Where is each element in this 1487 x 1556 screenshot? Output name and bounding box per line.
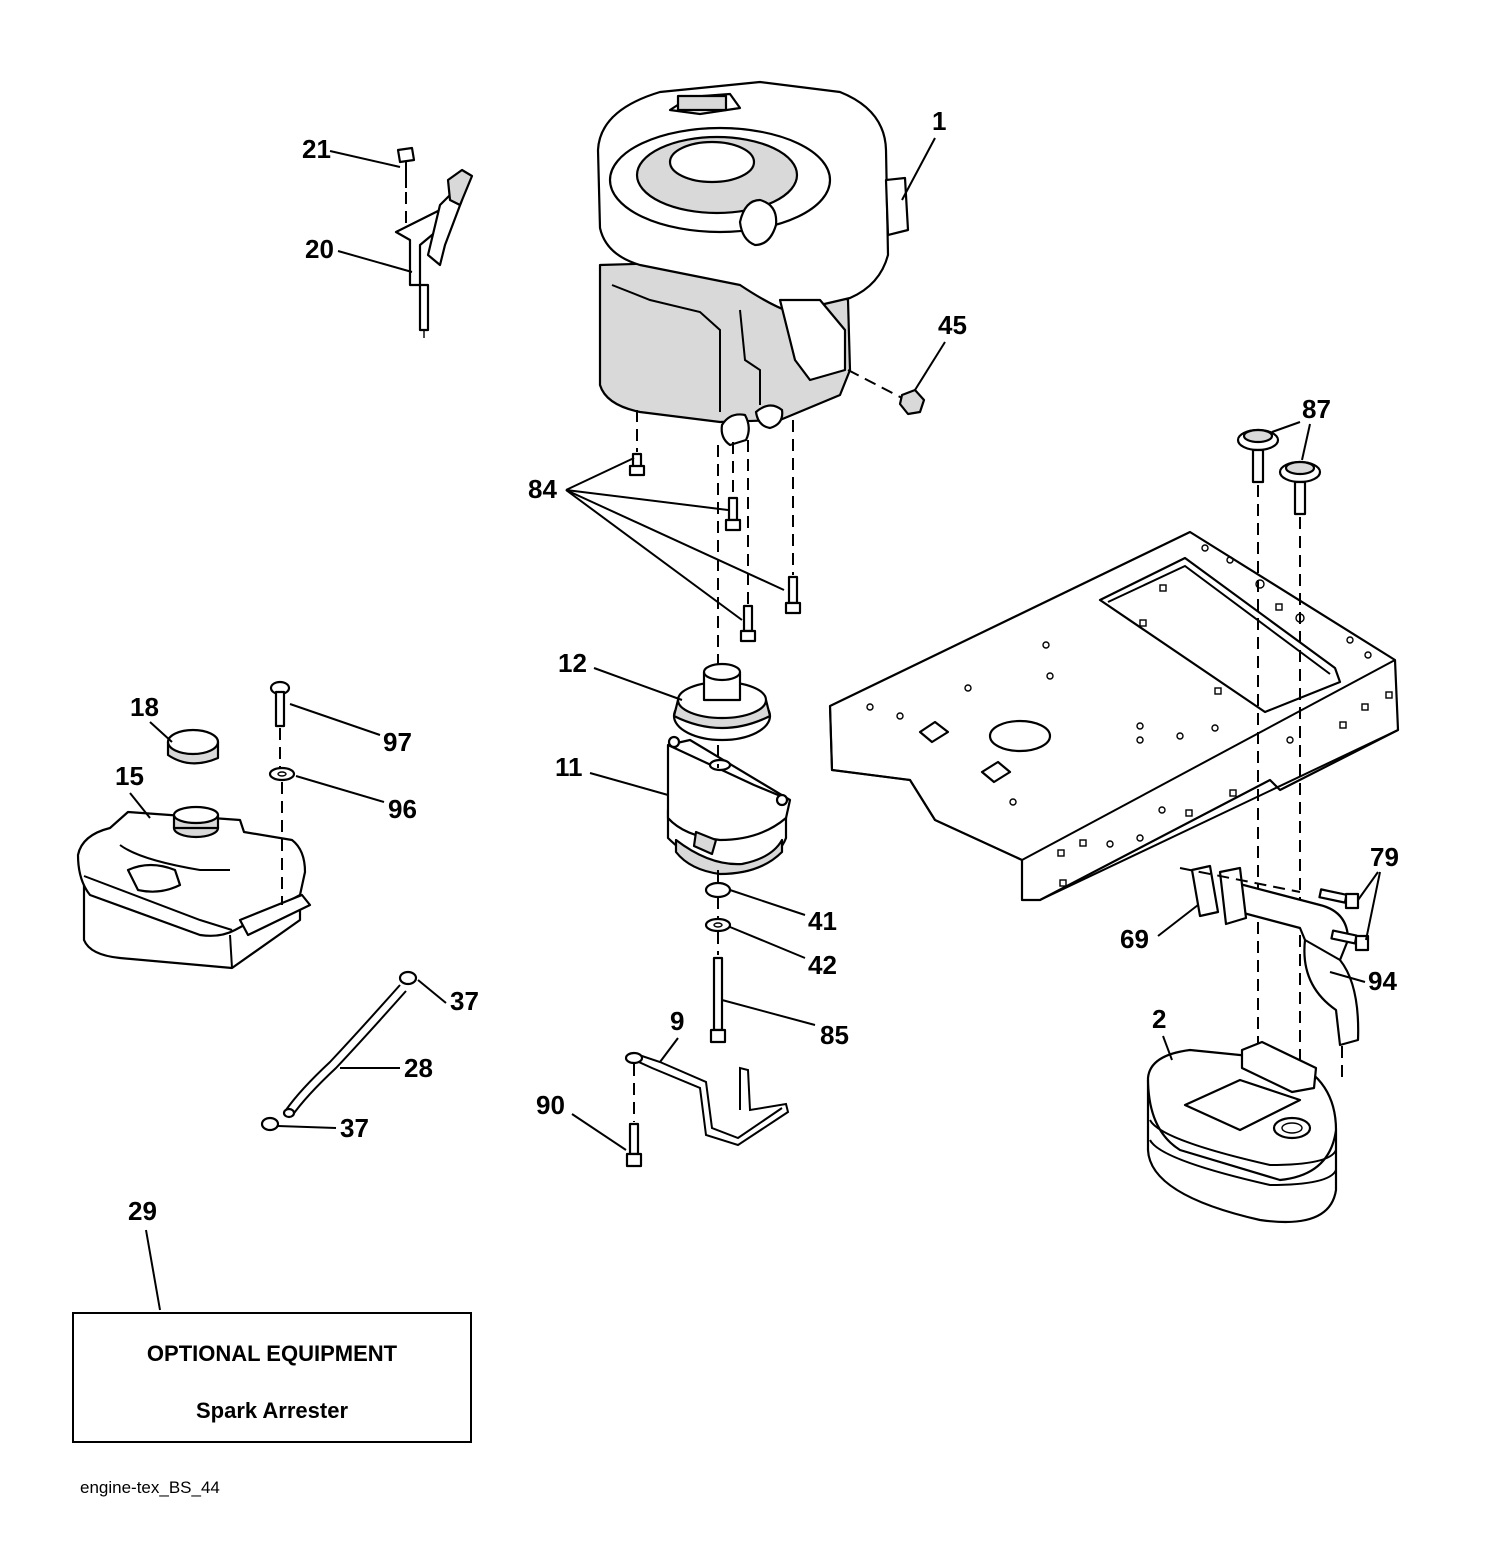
callout-20: 20 (305, 234, 334, 264)
leader-11 (589, 772, 669, 796)
leader-87-b (1301, 423, 1311, 461)
leader-42 (729, 926, 806, 959)
callout-37-bottom: 37 (340, 1113, 369, 1143)
callout-29: 29 (128, 1196, 157, 1226)
bolt-45 (847, 369, 926, 416)
bolts-84 (628, 410, 802, 643)
leader-85 (721, 999, 816, 1026)
leader-94 (1329, 971, 1366, 983)
gasket-69 (1179, 864, 1301, 918)
callout-9: 9 (670, 1006, 684, 1036)
leader-45 (914, 341, 946, 391)
screw-97-washer-96 (268, 680, 296, 905)
leader-15 (129, 792, 151, 819)
optional-equipment-item: Spark Arrester (196, 1398, 348, 1423)
leader-9 (659, 1037, 679, 1063)
washers-and-bolt (704, 870, 732, 1044)
callout-69: 69 (1120, 924, 1149, 954)
callout-12: 12 (558, 648, 587, 678)
leader-90 (571, 1113, 627, 1151)
callout-41: 41 (808, 906, 837, 936)
callout-45: 45 (938, 310, 967, 340)
bolts-79 (1318, 888, 1370, 952)
callout-42: 42 (808, 950, 837, 980)
leader-1 (901, 137, 936, 201)
leader-18 (149, 721, 173, 743)
engine (596, 80, 910, 447)
callout-90: 90 (536, 1090, 565, 1120)
fuel-line-28 (260, 970, 418, 1132)
leader-96 (295, 775, 385, 803)
leader-97 (289, 703, 381, 736)
callout-1: 1 (932, 106, 946, 136)
leader-20 (337, 250, 413, 273)
callout-96: 96 (388, 794, 417, 824)
leader-79-a (1357, 871, 1379, 901)
callout-87: 87 (1302, 394, 1331, 424)
leader-21 (329, 150, 401, 168)
callout-18: 18 (130, 692, 159, 722)
callout-2: 2 (1152, 1004, 1166, 1034)
callout-94: 94 (1368, 966, 1397, 996)
callout-79: 79 (1370, 842, 1399, 872)
leaders-84 (565, 457, 785, 621)
leader-79-b (1365, 871, 1381, 941)
callout-28: 28 (404, 1053, 433, 1083)
leader-2 (1162, 1035, 1173, 1061)
callout-84: 84 (528, 474, 557, 504)
frame-plate (828, 530, 1400, 902)
callout-11: 11 (555, 752, 583, 782)
leader-69 (1157, 904, 1199, 937)
leader-37-top (417, 979, 447, 1004)
leader-12 (593, 667, 683, 701)
fuel-cap-18 (166, 728, 220, 765)
callout-21: 21 (302, 134, 331, 164)
callout-97: 97 (383, 727, 412, 757)
pulley-12 (672, 445, 772, 742)
fuel-tank-15 (76, 805, 312, 970)
leader-87 (1271, 421, 1301, 433)
optional-equipment-title: OPTIONAL EQUIPMENT (147, 1341, 398, 1366)
callout-15: 15 (115, 761, 144, 791)
exhaust-pipe-94 (1218, 866, 1360, 1047)
muffler-2 (1146, 1040, 1343, 1224)
leader-37-bottom (277, 1125, 337, 1129)
leader-29 (145, 1229, 161, 1311)
callout-37-top: 37 (450, 986, 479, 1016)
clutch-11 (666, 735, 792, 876)
callout-85: 85 (820, 1020, 849, 1050)
leader-41 (729, 889, 806, 916)
bracket-9 (624, 1051, 790, 1168)
optional-equipment-box (72, 1312, 472, 1443)
throttle-control (394, 146, 474, 338)
bolts-87 (1236, 428, 1322, 1080)
diagram-code: engine-tex_BS_44 (80, 1478, 220, 1497)
